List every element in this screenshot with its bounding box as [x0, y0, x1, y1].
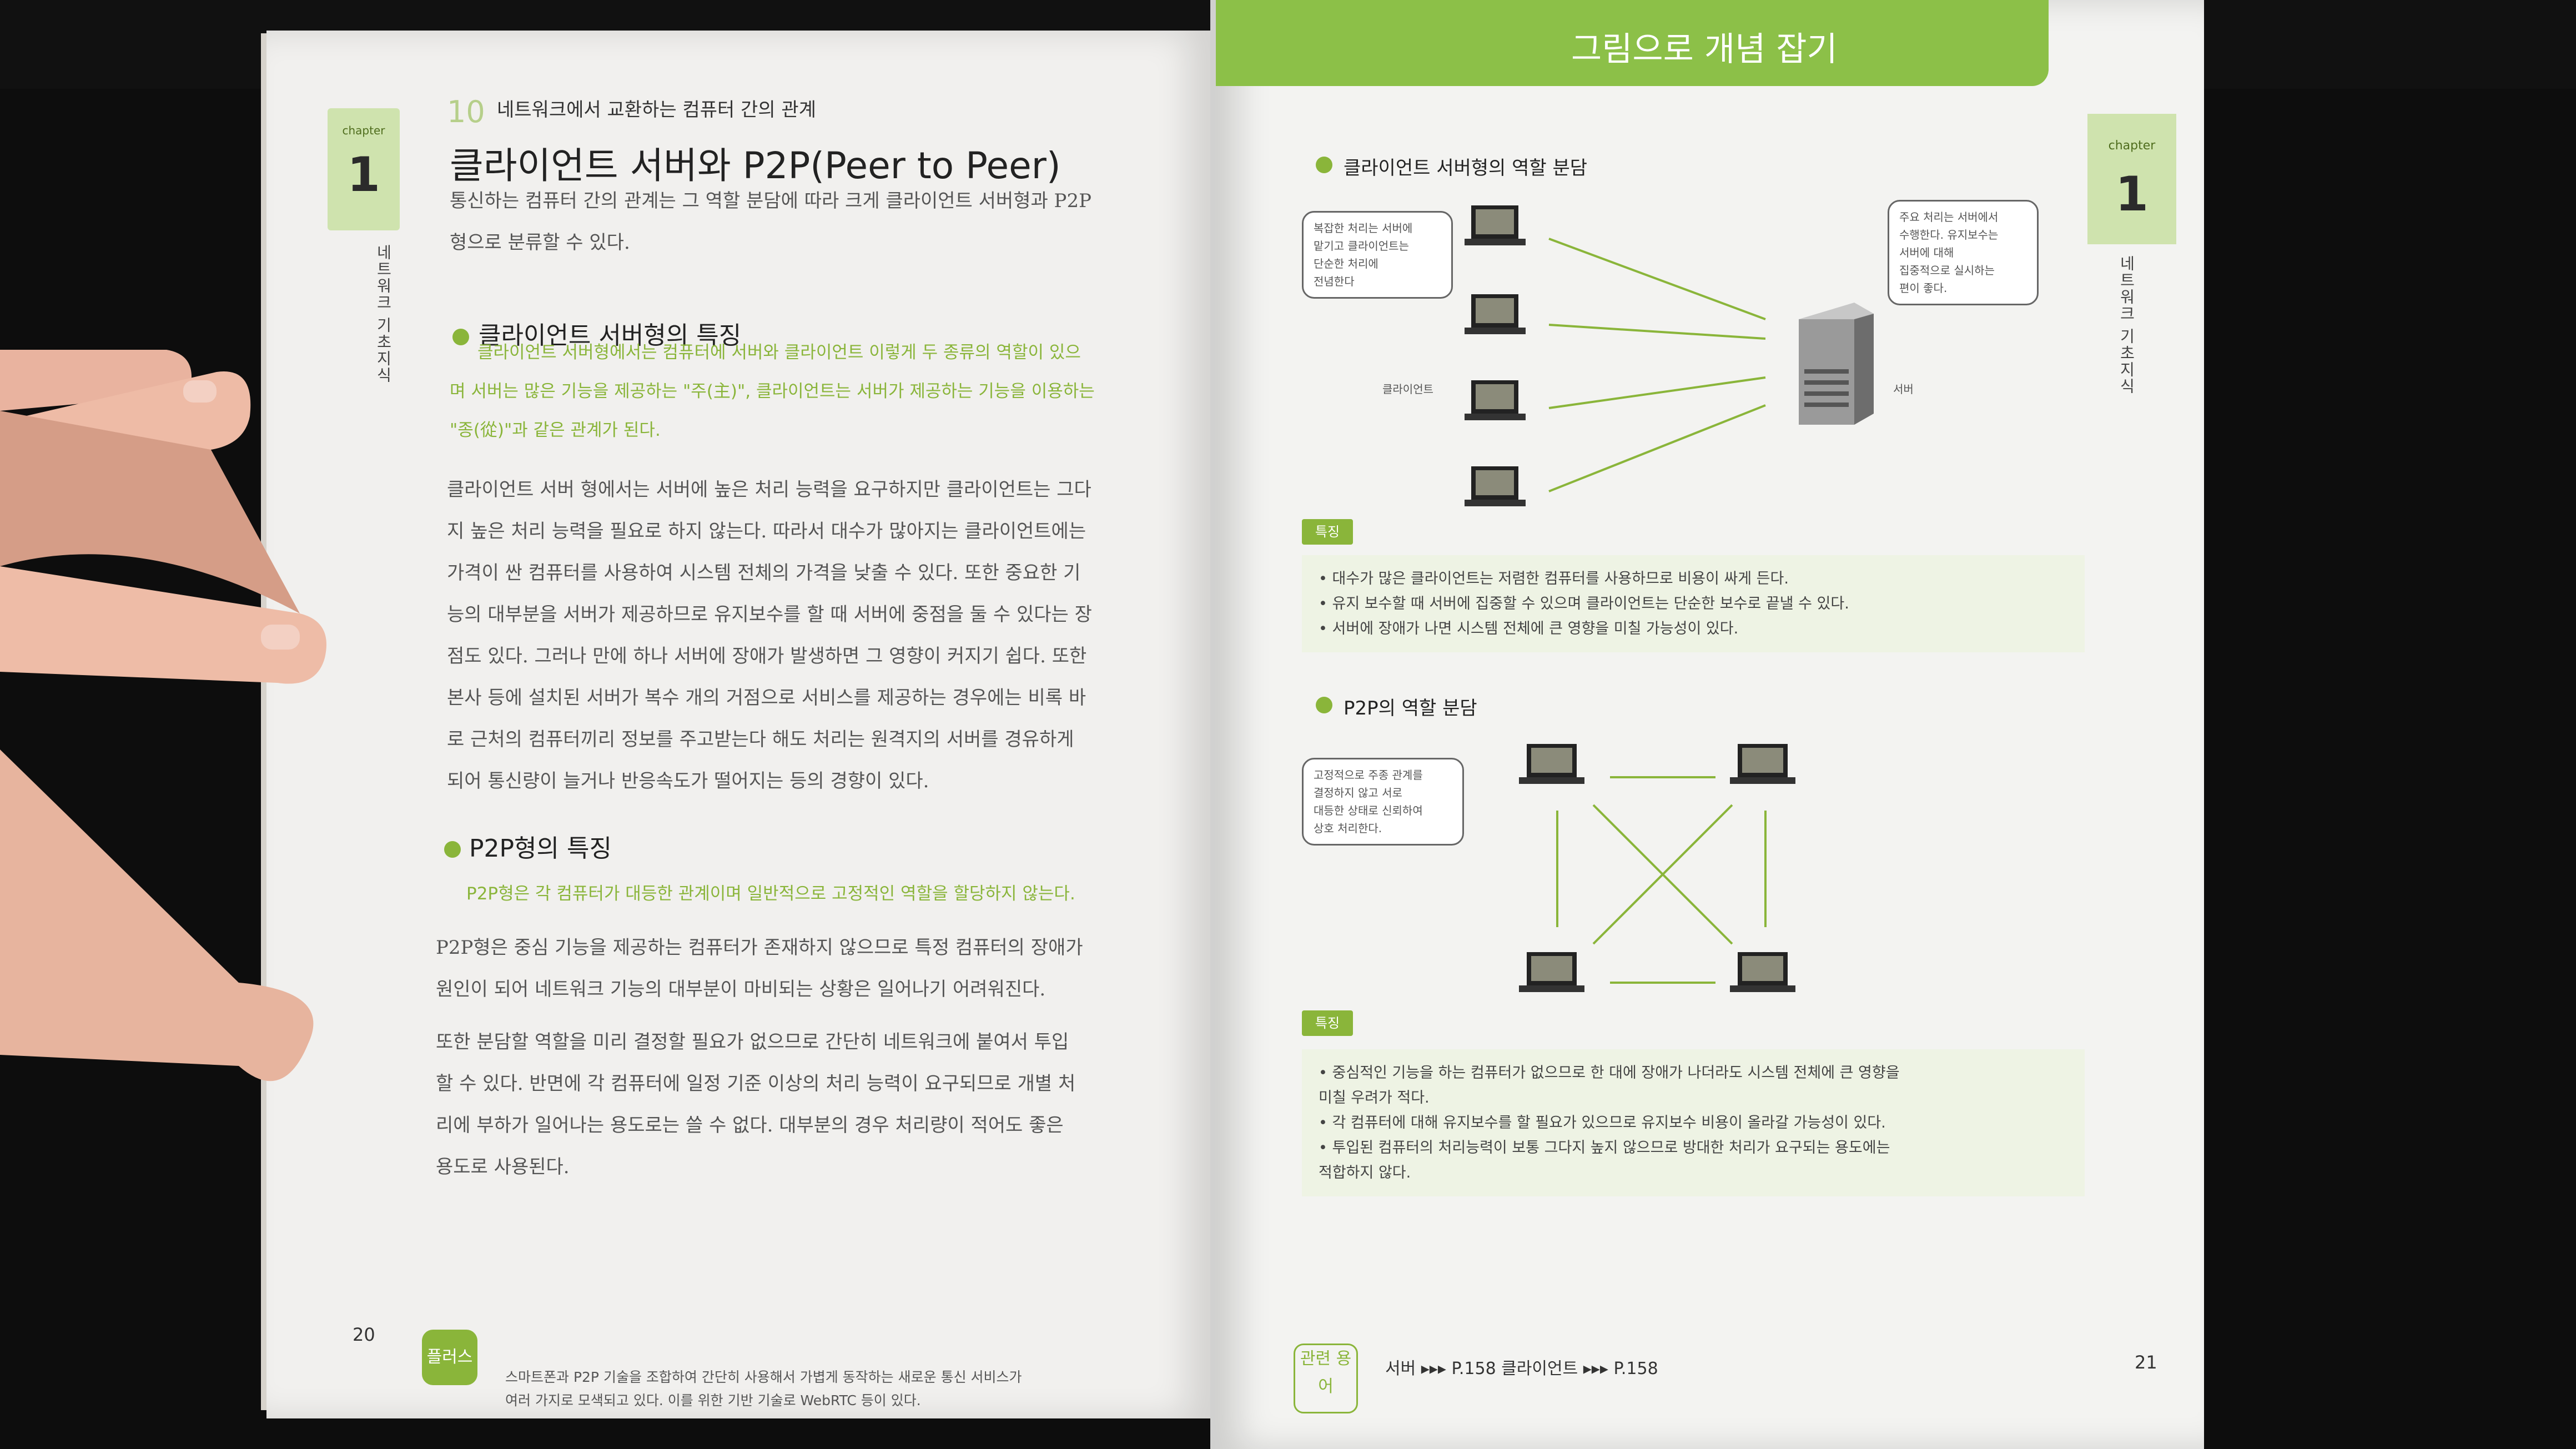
main-title: 클라이언트 서버와 P2P(Peer to Peer) — [450, 144, 1061, 187]
body-line: 가격이 싼 컴퓨터를 사용하여 시스템 전체의 가격을 낮출 수 있다. 또한 … — [447, 562, 1081, 584]
plus-line: 스마트폰과 P2P 기술을 조합하여 간단히 사용해서 가볍게 동작하는 새로운… — [505, 1369, 1022, 1385]
body-line: 클라이언트 서버 형에서는 서버에 높은 처리 능력을 요구하지만 클라이언트는… — [447, 479, 1091, 501]
feature-line: • 유지 보수할 때 서버에 집중할 수 있으며 클라이언트는 단순한 보수로 … — [1319, 595, 1849, 612]
banner-text: 그림으로 개념 잡기 — [1571, 30, 1838, 69]
cs-body: 클라이언트 서버 형에서는 서버에 높은 처리 능력을 요구하지만 클라이언트는… — [447, 469, 1092, 802]
server-label: 서버 — [1893, 383, 1914, 396]
section-title: 네트워크에서 교환하는 컴퓨터 간의 관계 — [497, 99, 816, 121]
feature-line: 적합하지 않다. — [1319, 1164, 1411, 1181]
client-label: 클라이언트 — [1382, 383, 1433, 396]
callout-line: 전념한다 — [1314, 275, 1355, 288]
page-number-right: 21 — [2135, 1352, 2157, 1373]
p2p-heading: P2P형의 특징 — [469, 834, 612, 863]
related-terms: 서버 ▸▸▸ P.158 클라이언트 ▸▸▸ P.158 — [1385, 1359, 1658, 1378]
bullet-icon — [452, 329, 469, 345]
bullet-icon — [1316, 697, 1332, 713]
chapter-tab-left: chapter 1 — [328, 108, 400, 230]
cs-heading: 클라이언트 서버형의 특징 — [479, 321, 742, 350]
callout-line: 주요 처리는 서버에서 — [1899, 210, 1999, 224]
body-line: 로 근처의 컴퓨터끼리 정보를 주고받는다 해도 처리는 원격지의 서버를 경유… — [447, 728, 1074, 751]
plus-badge: 플러스 — [422, 1330, 477, 1385]
chapter-number: 1 — [2115, 167, 2149, 222]
highlight-line: 클라이언트 서버형에서는 컴퓨터에 서버와 클라이언트 이렇게 두 종류의 역할… — [477, 343, 1081, 363]
body-line: 원인이 되어 네트워크 기능의 대부분이 마비되는 상황은 일어나기 어려워진다… — [436, 978, 1046, 1000]
body-line: 지 높은 처리 능력을 필요로 하지 않는다. 따라서 대수가 많아지는 클라이… — [447, 520, 1086, 542]
left-page — [266, 31, 1210, 1418]
body-line: 되어 통신량이 늘거나 반응속도가 떨어지는 등의 경향이 있다. — [447, 770, 929, 792]
laptop-icon — [1465, 294, 1526, 334]
hand — [0, 350, 326, 1081]
connection-arrows — [1548, 238, 1766, 492]
callout-line: 서버에 대해 — [1899, 246, 1954, 259]
laptop-icon — [1465, 380, 1526, 420]
intro-text: 통신하는 컴퓨터 간의 관계는 그 역할 분담에 따라 크게 클라이언트 서버형… — [450, 180, 1091, 264]
callout-line: 편이 좋다. — [1899, 281, 1948, 295]
callout-line: 상호 처리한다. — [1314, 822, 1382, 835]
laptop-icon — [1730, 952, 1795, 992]
p2p-body: P2P형은 중심 기능을 제공하는 컴퓨터가 존재하지 않으므로 특정 컴퓨터의… — [436, 927, 1083, 1188]
callout-line: 결정하지 않고 서로 — [1314, 786, 1402, 799]
chapter-label: chapter — [2108, 139, 2156, 153]
laptop-icon — [1519, 744, 1584, 784]
body-line: 할 수 있다. 반면에 각 컴퓨터에 일정 기준 이상의 처리 능력이 요구되므… — [436, 1073, 1076, 1095]
cs-highlight: 클라이언트 서버형에서는 컴퓨터에 서버와 클라이언트 이렇게 두 종류의 역할… — [450, 333, 1095, 450]
body-line: P2P형은 중심 기능을 제공하는 컴퓨터가 존재하지 않으므로 특정 컴퓨터의… — [436, 937, 1083, 959]
callout-line: 집중적으로 실시하는 — [1899, 264, 1995, 277]
p2p-arrows — [1556, 776, 1767, 984]
p2p-diagram — [1519, 744, 1795, 992]
bullet-icon — [1316, 157, 1332, 173]
body-line: 능의 대부분을 서버가 제공하므로 유지보수를 할 때 서버에 중점을 둘 수 … — [447, 603, 1092, 626]
chapter-label: chapter — [342, 124, 385, 137]
laptop-icon — [1730, 744, 1795, 784]
side-title-right: 네트워크 기초지식 — [2117, 255, 2136, 395]
callout-p2p: 고정적으로 주종 관계를 결정하지 않고 서로 대등한 상태로 신뢰하여 상호 … — [1302, 758, 1464, 846]
laptop-icon — [1465, 205, 1526, 245]
feature-line: • 투입된 컴퓨터의 처리능력이 보통 그다지 높지 않으므로 방대한 처리가 … — [1319, 1139, 1890, 1156]
p2p-highlight: P2P형은 각 컴퓨터가 대등한 관계이며 일반적으로 고정적인 역할을 할당하… — [466, 884, 1075, 904]
callout-line: 고정적으로 주종 관계를 — [1314, 768, 1423, 782]
highlight-line: 며 서버는 많은 기능을 제공하는 "주(主)", 클라이언트는 서버가 제공하… — [450, 381, 1095, 401]
side-title-left: 네트워크 기초지식 — [374, 244, 393, 384]
concept-banner — [1216, 0, 2049, 86]
callout-left: 복잡한 처리는 서버에 맡기고 클라이언트는 단순한 처리에 전념한다 — [1302, 211, 1453, 299]
callout-line: 수행한다. 유지보수는 — [1899, 228, 1999, 242]
plus-text: 스마트폰과 P2P 기술을 조합하여 간단히 사용해서 가볍게 동작하는 새로운… — [505, 1366, 1022, 1412]
feature-line: • 서버에 장애가 나면 시스템 전체에 큰 영향을 미칠 가능성이 있다. — [1319, 620, 1739, 637]
callout-line: 대등한 상태로 신뢰하여 — [1314, 804, 1423, 817]
feature-line: • 대수가 많은 클라이언트는 저렴한 컴퓨터를 사용하므로 비용이 싸게 든다… — [1319, 570, 1789, 587]
page-number-left: 20 — [353, 1324, 375, 1345]
body-line: 점도 있다. 그러나 만에 하나 서버에 장애가 발생하면 그 영향이 커지기 … — [447, 645, 1087, 667]
cs-section-title: 클라이언트 서버형의 역할 분담 — [1344, 157, 1588, 179]
laptop-icon — [1519, 952, 1584, 992]
p2p-section-title: P2P의 역할 분담 — [1344, 697, 1477, 720]
cs-features: • 대수가 많은 클라이언트는 저렴한 컴퓨터를 사용하므로 비용이 싸게 든다… — [1302, 555, 2085, 652]
related-terms-badge: 관련 용어 — [1294, 1344, 1358, 1413]
callout-line: 복잡한 처리는 서버에 — [1314, 222, 1413, 235]
section-number: 10 — [447, 94, 485, 129]
chapter-number: 1 — [347, 147, 380, 203]
client-server-diagram — [1465, 205, 1766, 506]
p2p-features: • 중심적인 기능을 하는 컴퓨터가 없으므로 한 대에 장애가 나더라도 시스… — [1302, 1049, 2085, 1196]
plus-line: 여러 가지로 모색되고 있다. 이를 위한 기반 기술로 WebRTC 등이 있… — [505, 1392, 921, 1408]
highlight-line: "종(從)"과 같은 관계가 된다. — [450, 420, 661, 440]
server-icon — [1799, 303, 1874, 425]
body-line: 리에 부하가 일어나는 용도로는 쓸 수 없다. 대부분의 경우 처리량이 적어… — [436, 1114, 1064, 1136]
callout-right: 주요 처리는 서버에서 수행한다. 유지보수는 서버에 대해 집중적으로 실시하… — [1888, 200, 2039, 305]
feature-tag-cs: 특징 — [1302, 519, 1353, 545]
laptop-icon — [1465, 466, 1526, 506]
callout-line: 단순한 처리에 — [1314, 257, 1378, 270]
body-line: 용도로 사용된다. — [436, 1156, 570, 1178]
body-line: 본사 등에 설치된 서버가 복수 개의 거점으로 서비스를 제공하는 경우에는 … — [447, 687, 1086, 709]
chapter-tab-right: chapter 1 — [2087, 114, 2176, 244]
intro-line: 형으로 분류할 수 있다. — [450, 232, 630, 254]
feature-line: • 각 컴퓨터에 대해 유지보수를 할 필요가 있으므로 유지보수 비용이 올라… — [1319, 1114, 1886, 1131]
intro-line: 통신하는 컴퓨터 간의 관계는 그 역할 분담에 따라 크게 클라이언트 서버형… — [450, 190, 1091, 212]
callout-line: 맡기고 클라이언트는 — [1314, 239, 1409, 253]
feature-line: • 중심적인 기능을 하는 컴퓨터가 없으므로 한 대에 장애가 나더라도 시스… — [1319, 1064, 1900, 1081]
feature-line: 미칠 우려가 적다. — [1319, 1089, 1430, 1106]
body-line: 또한 분담할 역할을 미리 결정할 필요가 없으므로 간단히 네트워크에 붙여서… — [436, 1031, 1069, 1053]
feature-tag-p2p: 특징 — [1302, 1010, 1353, 1036]
bullet-icon — [444, 841, 461, 858]
